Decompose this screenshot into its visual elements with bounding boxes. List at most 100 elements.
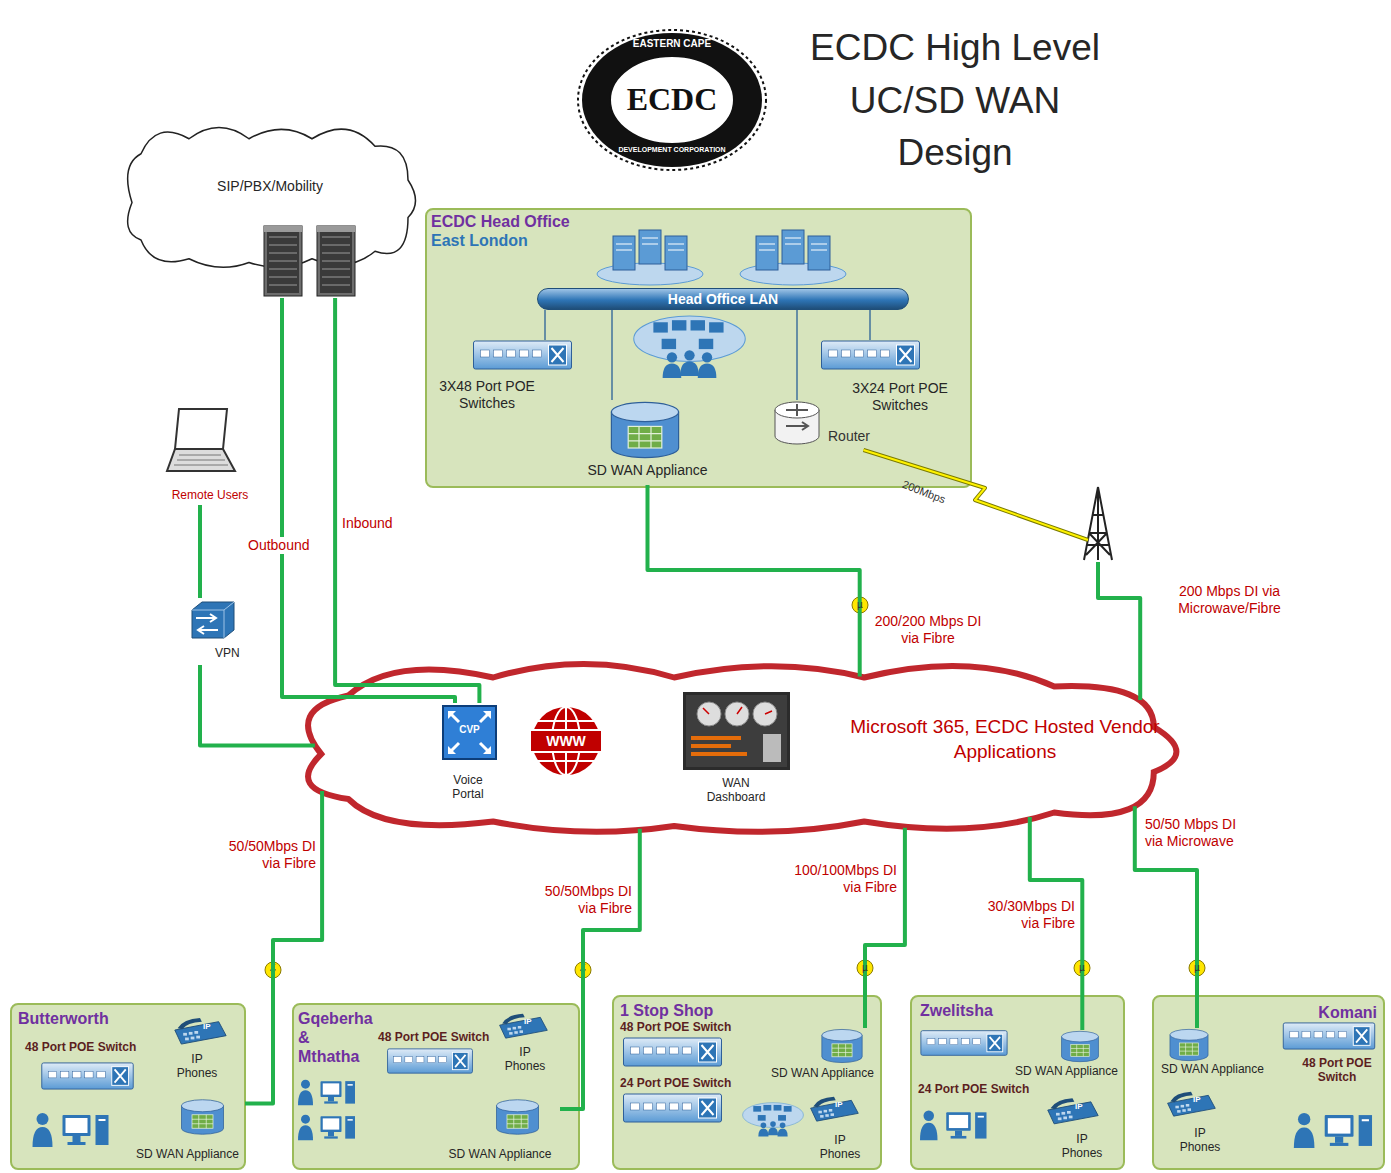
- fibre-link: [335, 298, 479, 703]
- site-title: ECDC Head Office: [431, 212, 570, 231]
- link-label: 50/50Mbps DI via Fibre: [220, 838, 316, 872]
- poe-switch: [388, 1049, 473, 1073]
- cloud-shape: SIP/PBX/Mobility: [120, 120, 420, 298]
- device-node: 24 Port POE Switch: [620, 1076, 731, 1090]
- radio-tower: [1084, 487, 1112, 560]
- device-node: IP Phones: [173, 1052, 221, 1081]
- device-node: IP Phones: [818, 1133, 862, 1162]
- logo-text: EASTERN CAPE: [622, 38, 722, 49]
- node-label: East London: [431, 232, 528, 250]
- logo-text: DEVELOPMENT CORPORATION: [612, 146, 732, 153]
- ip-phone: [1048, 1098, 1098, 1124]
- link-label: 200 Mbps DI via Microwave/Fibre: [1172, 583, 1287, 617]
- node-label: SD WAN Appliance: [580, 462, 715, 479]
- site-title: 1 Stop Shop: [620, 1001, 713, 1020]
- node-label: 24 Port POE Switch: [918, 1082, 1029, 1096]
- fibre-link: [198, 505, 202, 598]
- user-pc: [33, 1113, 109, 1147]
- connector: [200, 665, 315, 745]
- connector: [648, 485, 860, 677]
- server-cluster: [597, 230, 703, 285]
- wireless-link: [864, 450, 1089, 540]
- sdwan-appliance: [822, 1029, 862, 1062]
- site-box: Gqeberha & Mthatha 48 Port POE Switch IP P…: [292, 1003, 580, 1170]
- link-label: 200/200 Mbps DI via Fibre: [873, 613, 983, 647]
- device-node: 24 Port POE Switch: [918, 1082, 1029, 1096]
- marker-symbol: µ: [1189, 961, 1205, 975]
- ip-phone: [175, 1018, 226, 1044]
- ip-phone: [1168, 1092, 1216, 1116]
- node-label: 48 Port POE Switch: [620, 1020, 731, 1034]
- site-title: Zwelitsha: [920, 1001, 993, 1020]
- cloud-shape: Microsoft 365, ECDC Hosted Vendor Applic…: [285, 655, 1190, 835]
- phone-badge: IP: [1193, 1095, 1209, 1104]
- ellipse-shape: [578, 30, 766, 170]
- connector: [560, 829, 640, 1109]
- node-label: SD WAN Appliance: [1010, 1064, 1123, 1078]
- rate-label: 200Mbps: [901, 478, 948, 505]
- node-label: 48 Port POE Switch: [1293, 1056, 1381, 1085]
- user-pc: [1294, 1113, 1372, 1148]
- vpn-device: [192, 602, 234, 638]
- user-pc: [920, 1111, 987, 1141]
- node-label: VPN: [215, 646, 240, 660]
- g-shape: [265, 597, 1205, 978]
- marker-symbol: µ: [857, 961, 873, 975]
- link-label: Outbound: [248, 537, 310, 554]
- fibre-link: [648, 485, 860, 677]
- site-box-fill: [425, 208, 972, 488]
- node-label: IP Phones: [818, 1133, 862, 1162]
- site-box: ECDC Head OfficeEast LondonHead Office L…: [425, 208, 972, 488]
- connector: [335, 298, 479, 703]
- sdwan-appliance: [1062, 1031, 1099, 1061]
- ip-phone: [811, 1097, 859, 1121]
- server-rack: [264, 226, 302, 296]
- site-title: Komani: [1312, 1003, 1377, 1022]
- site-title: Butterworth: [18, 1009, 109, 1028]
- site-title: Gqeberha & Mthatha: [298, 1009, 373, 1067]
- device-node: Router: [770, 398, 880, 450]
- node-label: SD WAN Appliance: [765, 1066, 880, 1080]
- icon-text: WWW: [527, 733, 605, 749]
- node-label: 48 Port POE Switch: [378, 1030, 489, 1044]
- poe-switch: [624, 1094, 722, 1122]
- device-node: Remote Users: [160, 400, 260, 505]
- wireless-link-edge: [864, 450, 1089, 540]
- device-node: IP Phones: [1178, 1126, 1222, 1155]
- phone-badge: IP: [203, 1022, 219, 1031]
- device-node: SD WAN Appliance: [765, 1028, 880, 1080]
- ellipse-shape: [610, 56, 734, 144]
- node-label: IP Phones: [501, 1045, 549, 1074]
- site-box: KomaniSD WAN Appliance48 Port POE Switch…: [1152, 995, 1385, 1170]
- laptop: [167, 409, 235, 471]
- site-box: Butterworth48 Port POE SwitchIP PhonesSD…: [10, 1003, 246, 1170]
- sdwan-appliance: [497, 1100, 539, 1135]
- node-label: IP Phones: [173, 1052, 221, 1081]
- fibre-link: [282, 298, 455, 703]
- device-node: IP Phones: [501, 1045, 549, 1074]
- poe-switch: [1283, 1023, 1374, 1049]
- phone-badge: IP: [835, 1100, 851, 1109]
- site-box: Zwelitsha SD WAN Appliance 24 Port POE Swi…: [910, 995, 1125, 1170]
- router-icon: [775, 402, 819, 444]
- node-label: SIP/PBX/Mobility: [120, 178, 420, 195]
- device-node: 3X48 Port POE Switches: [422, 378, 552, 412]
- connector: [864, 450, 1141, 700]
- poe-switch: [624, 1038, 722, 1066]
- node-label: 24 Port POE Switch: [620, 1076, 731, 1090]
- connector: [865, 828, 905, 1028]
- marker-symbol: µ: [852, 598, 868, 612]
- node-label: Head Office LAN: [537, 290, 909, 308]
- link-label: 100/100Mbps DI via Fibre: [793, 862, 897, 896]
- sdwan-appliance: [611, 402, 678, 457]
- node-label: SD WAN Appliance: [440, 1147, 560, 1161]
- fibre-link: [865, 828, 905, 1028]
- link-label: Inbound: [342, 515, 393, 532]
- node-label: Microsoft 365, ECDC Hosted Vendor Applic…: [845, 715, 1165, 764]
- server-rack: [317, 226, 355, 296]
- connector: [200, 505, 201, 598]
- device-node: SD WAN Appliance: [440, 1095, 560, 1165]
- site-box: 1 Stop Shop48 Port POE Switch 24 Port POE…: [612, 995, 882, 1170]
